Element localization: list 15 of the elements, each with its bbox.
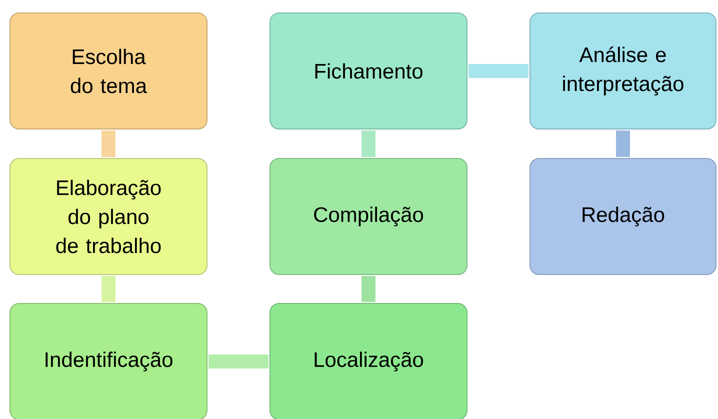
process-box: Elaboração do plano de trabalho [10, 158, 208, 275]
connector [616, 130, 630, 157]
connector [102, 276, 116, 302]
process-box: Localização [270, 303, 468, 419]
connector [362, 276, 376, 302]
process-box: Compilação [270, 158, 468, 275]
process-box: Redação [530, 158, 716, 275]
process-box: Análise e interpretação [530, 12, 716, 130]
connector [468, 64, 528, 78]
process-box: Fichamento [270, 12, 468, 130]
connector [102, 130, 116, 157]
connector [362, 130, 376, 157]
process-box: Escolha do tema [10, 12, 208, 130]
connector [208, 354, 268, 368]
process-box: Indentificação [10, 303, 208, 419]
